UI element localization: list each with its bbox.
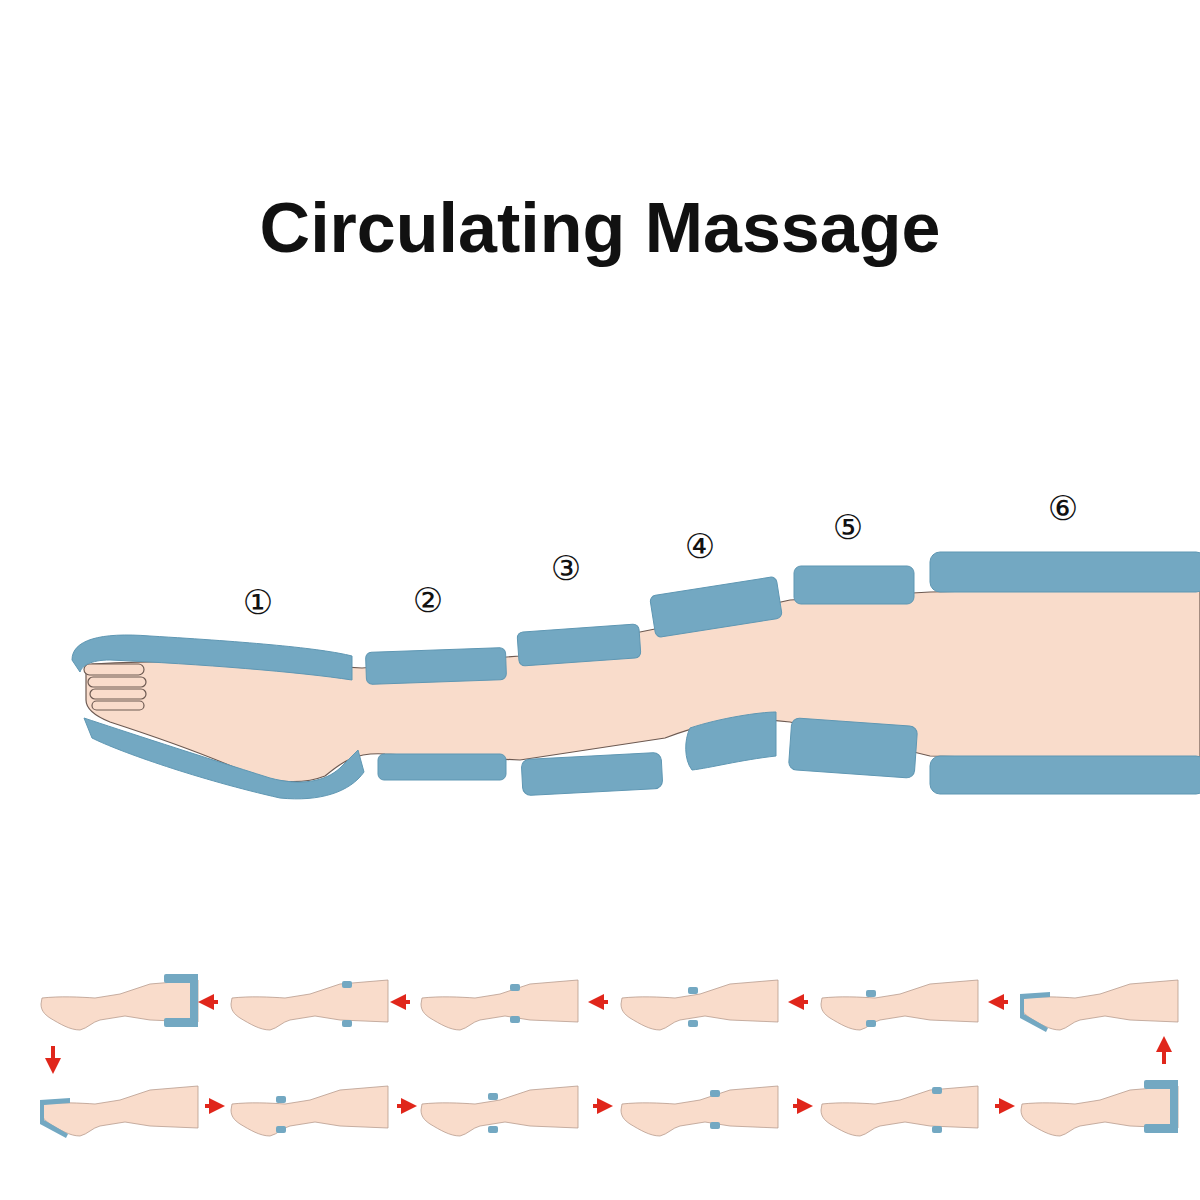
thumbnail [421,980,578,1030]
sequence-thumbnails [40,974,1178,1138]
air-chambers [72,552,1200,799]
thumbnail [1020,980,1178,1032]
callout-number: ③ [551,548,581,588]
toes [84,664,146,710]
thumbnail [421,1086,578,1136]
thumbnail [231,980,388,1030]
thumbnail [1021,1080,1178,1136]
sequence-arrows [53,1002,1164,1106]
callout-number: ⑥ [1048,488,1078,528]
thumbnail [40,1086,198,1138]
callout-number: ② [413,580,443,620]
thumbnail [41,974,198,1030]
callout-number: ① [243,582,273,622]
thumbnail [621,1086,778,1136]
thumbnail [821,1086,978,1136]
callout-number: ④ [685,526,715,566]
title: Circulating Massage [0,188,1200,268]
thumbnail [821,980,978,1030]
thumbnail [231,1086,388,1136]
thumbnail [621,980,778,1030]
callout-number: ⑤ [833,507,863,547]
